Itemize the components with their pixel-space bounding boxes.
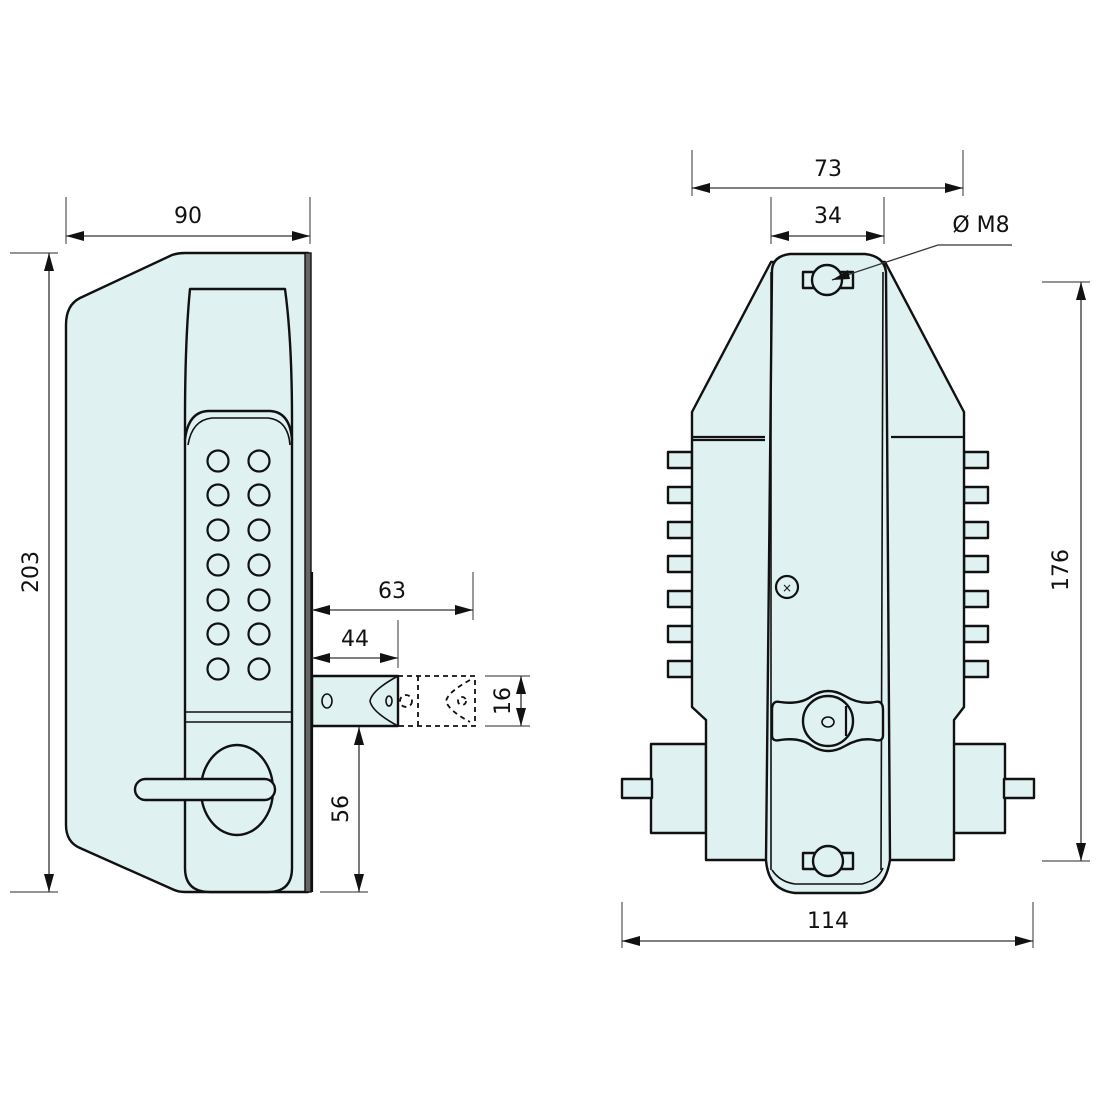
bottom-bolt-icon	[811, 844, 845, 878]
latch-extended-hole-small	[457, 696, 467, 706]
keypad-button-icon	[206, 449, 230, 473]
latch-extended-bevel	[445, 679, 471, 723]
center-escutcheon	[764, 252, 892, 895]
escutcheon-bottom-bevel	[771, 867, 884, 885]
left-tabs	[666, 450, 694, 679]
keypad-button-icon	[247, 483, 271, 507]
keypad-button-icon	[206, 483, 230, 507]
mounting-plate-edge	[304, 252, 312, 893]
keypad-button-icon	[206, 588, 230, 612]
keypad-button-icon	[247, 553, 271, 577]
keypad-button-icon	[247, 449, 271, 473]
keypad-top-bevel	[187, 417, 291, 446]
right-cylinder-housing	[951, 742, 1007, 835]
right-spindle	[1002, 777, 1036, 800]
latch-hole-small	[385, 695, 393, 707]
latch-extended-outline	[398, 675, 476, 727]
keypad-buttons	[206, 449, 271, 681]
dim-latch-56: 56	[329, 795, 354, 823]
keyhole-icon	[821, 716, 835, 728]
left-cylinder-housing	[649, 742, 708, 835]
latch-bevel	[369, 675, 399, 727]
dim-height-203: 203	[19, 551, 44, 593]
keypad-button-icon	[247, 657, 271, 681]
keypad-button-icon	[206, 518, 230, 542]
left-spindle	[620, 777, 654, 800]
latch-extended-hole	[399, 694, 413, 708]
dim-114: 114	[807, 909, 849, 934]
dim-latch-44: 44	[341, 627, 369, 652]
right-tabs	[962, 450, 990, 679]
dim-73: 73	[814, 157, 842, 182]
dim-latch-16: 16	[491, 687, 516, 715]
key-cylinder-icon	[801, 694, 855, 748]
lever-handle	[133, 777, 277, 802]
escutcheon-inner-right	[880, 271, 884, 871]
screw-icon	[774, 574, 800, 600]
dim-width-90: 90	[174, 204, 202, 229]
keypad-button-icon	[247, 622, 271, 646]
side-view: 90 203 63 44 16 56	[10, 197, 530, 894]
dim-176: 176	[1049, 549, 1074, 591]
front-view: × 73 34 Ø M8 176	[620, 150, 1090, 948]
top-bolt-icon	[810, 263, 844, 297]
keypad-button-icon	[206, 657, 230, 681]
dim-34: 34	[814, 204, 842, 229]
keypad-button-icon	[247, 518, 271, 542]
svg-text:×: ×	[782, 581, 792, 595]
keypad-button-icon	[247, 588, 271, 612]
keypad-button-icon	[206, 622, 230, 646]
latch-hole	[321, 693, 333, 709]
keypad-button-icon	[206, 553, 230, 577]
dim-bolt-diameter: Ø M8	[952, 213, 1009, 238]
dim-latch-63: 63	[378, 579, 406, 604]
